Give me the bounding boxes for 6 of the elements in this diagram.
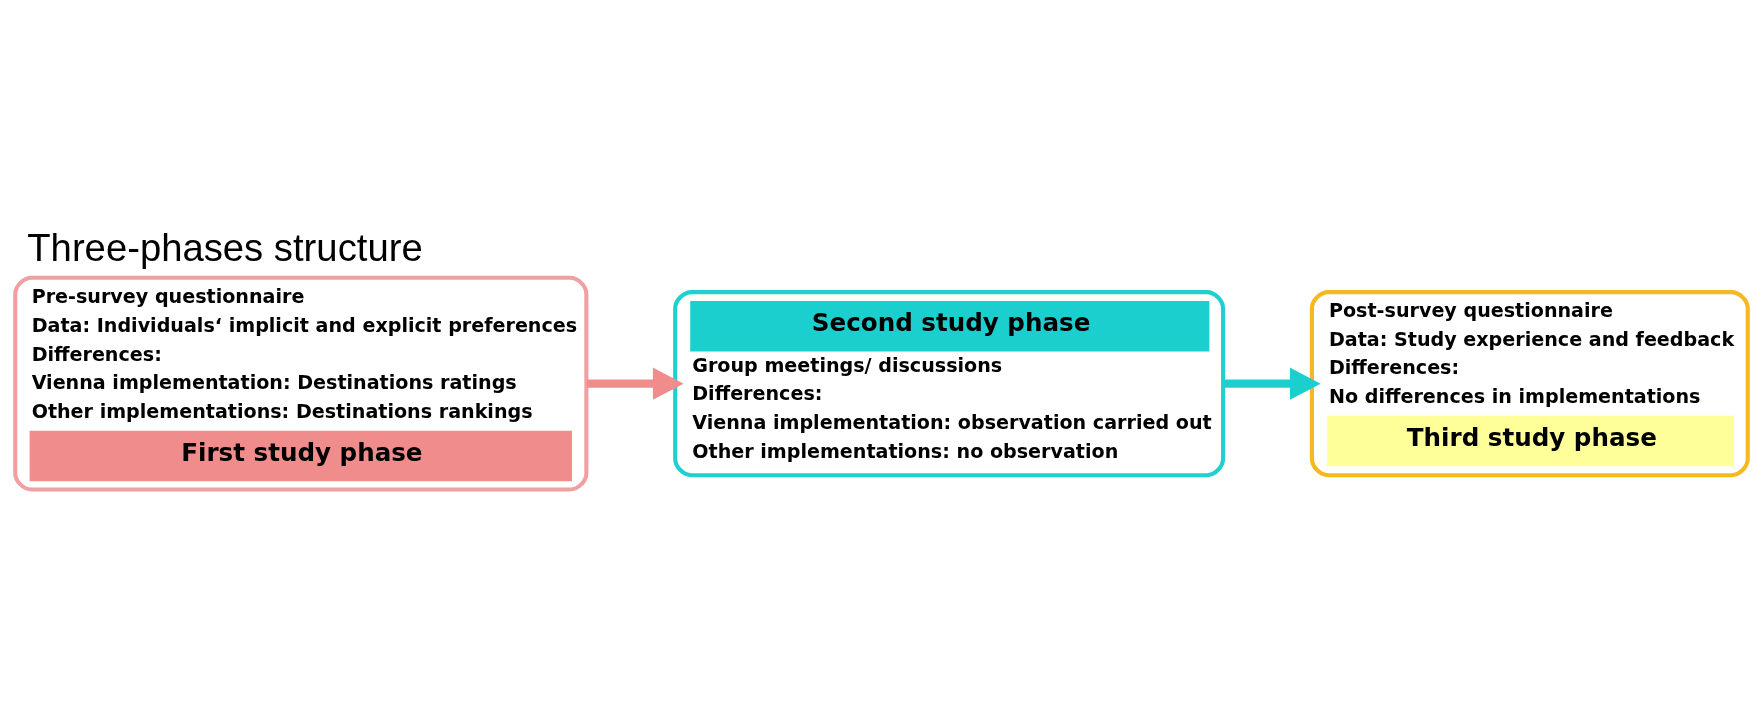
node-box: Post-survey questionnaire Data: Study experience and feedback Differences: No differences in implementations Third study phase — [1309, 289, 1750, 477]
arrow — [1223, 367, 1321, 400]
diagram-title: Three-phases structure — [27, 225, 423, 269]
node-box: Pre-survey questionnaire Data: Individuals‘ implicit and explicit preferences Differences: Vienna implementation: Destinations ratings Other implementations: Destinations rankings First study phase — [13, 275, 589, 492]
arrow — [586, 367, 684, 400]
node-box: Second study phase Group meetings/ discussions Differences: Vienna implementation: observation carried out Other implementations: no observation — [673, 289, 1226, 477]
